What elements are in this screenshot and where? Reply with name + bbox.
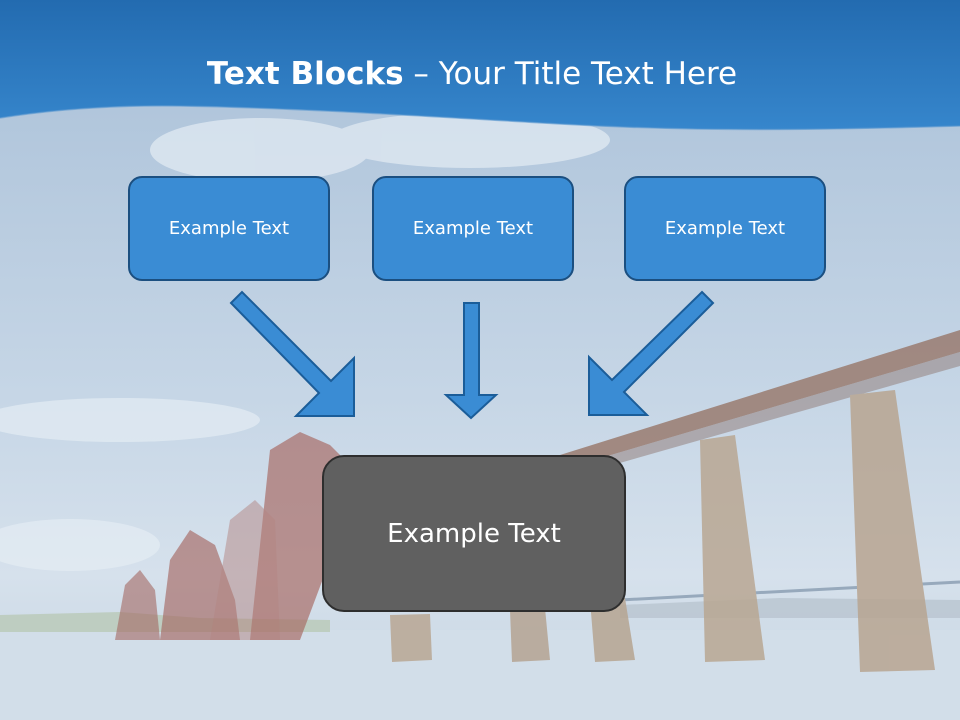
water bbox=[0, 630, 960, 720]
title-dash: – bbox=[403, 56, 439, 92]
text-block-3[interactable]: Example Text bbox=[624, 176, 826, 281]
target-block[interactable]: Example Text bbox=[322, 455, 626, 612]
arrow-left bbox=[229, 290, 355, 417]
title-rest: Your Title Text Here bbox=[438, 56, 738, 92]
arrow-center bbox=[443, 302, 499, 420]
bridge bbox=[115, 330, 960, 672]
text-block-1[interactable]: Example Text bbox=[128, 176, 330, 281]
header-band bbox=[0, 0, 960, 130]
clouds bbox=[0, 112, 610, 571]
text-block-3-label: Example Text bbox=[664, 218, 786, 239]
text-block-1-label: Example Text bbox=[168, 218, 290, 239]
text-block-2-label: Example Text bbox=[412, 218, 534, 239]
target-block-label: Example Text bbox=[387, 518, 561, 549]
slide-title: Text Blocks – Your Title Text Here bbox=[0, 52, 944, 96]
title-bold-part: Text Blocks bbox=[206, 56, 404, 92]
text-block-2[interactable]: Example Text bbox=[372, 176, 574, 281]
arrow-right bbox=[588, 290, 715, 416]
